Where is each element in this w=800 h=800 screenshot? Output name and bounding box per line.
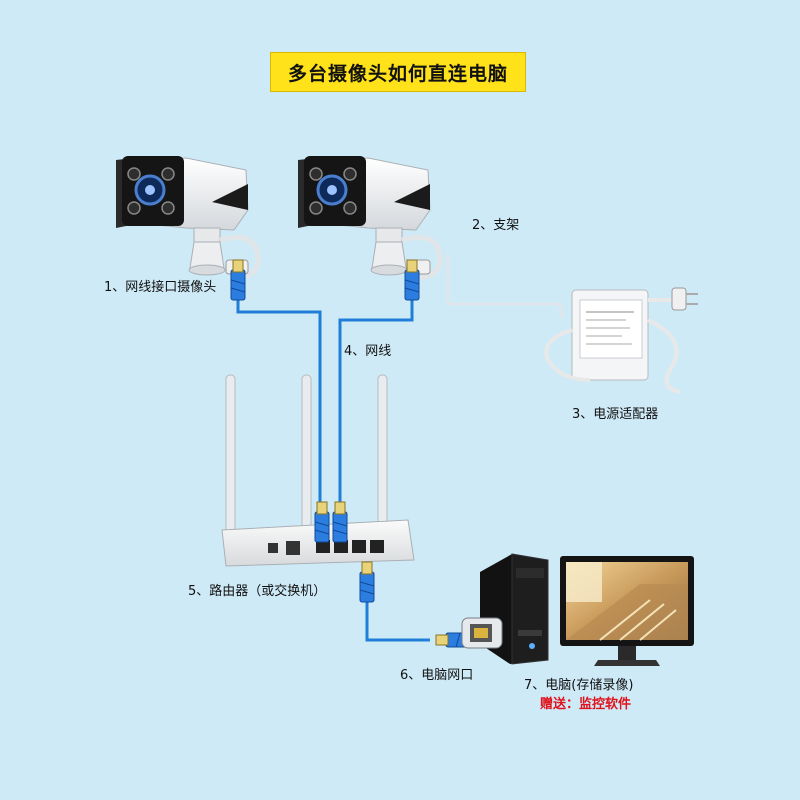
rj45-connector-icon — [332, 501, 348, 543]
label-network-cable: 4、网线 — [344, 344, 392, 359]
camera-icon — [298, 156, 440, 278]
router-icon — [221, 374, 415, 567]
rj45-connector-icon — [314, 501, 330, 543]
label-bracket: 2、支架 — [472, 218, 520, 233]
power-cable — [446, 254, 564, 319]
power-adapter-icon — [544, 287, 698, 394]
gift-software-note: 赠送：监控软件 — [540, 697, 632, 712]
rj45-connector-icon — [404, 259, 420, 301]
monitor-icon — [560, 556, 694, 666]
label-pc: 7、电脑(存储录像) — [524, 678, 634, 693]
label-camera-port: 1、网线接口摄像头 — [104, 280, 217, 295]
rj45-connector-icon — [359, 561, 375, 603]
label-pc-port: 6、电脑网口 — [400, 668, 474, 683]
label-router: 5、路由器（或交换机） — [188, 584, 327, 599]
rj45-connector-icon — [230, 259, 246, 301]
network-cables — [236, 292, 430, 642]
pc-tower-icon — [461, 553, 549, 665]
label-power-adapter: 3、电源适配器 — [572, 407, 659, 422]
page-title: 多台摄像头如何直连电脑 — [270, 52, 526, 92]
